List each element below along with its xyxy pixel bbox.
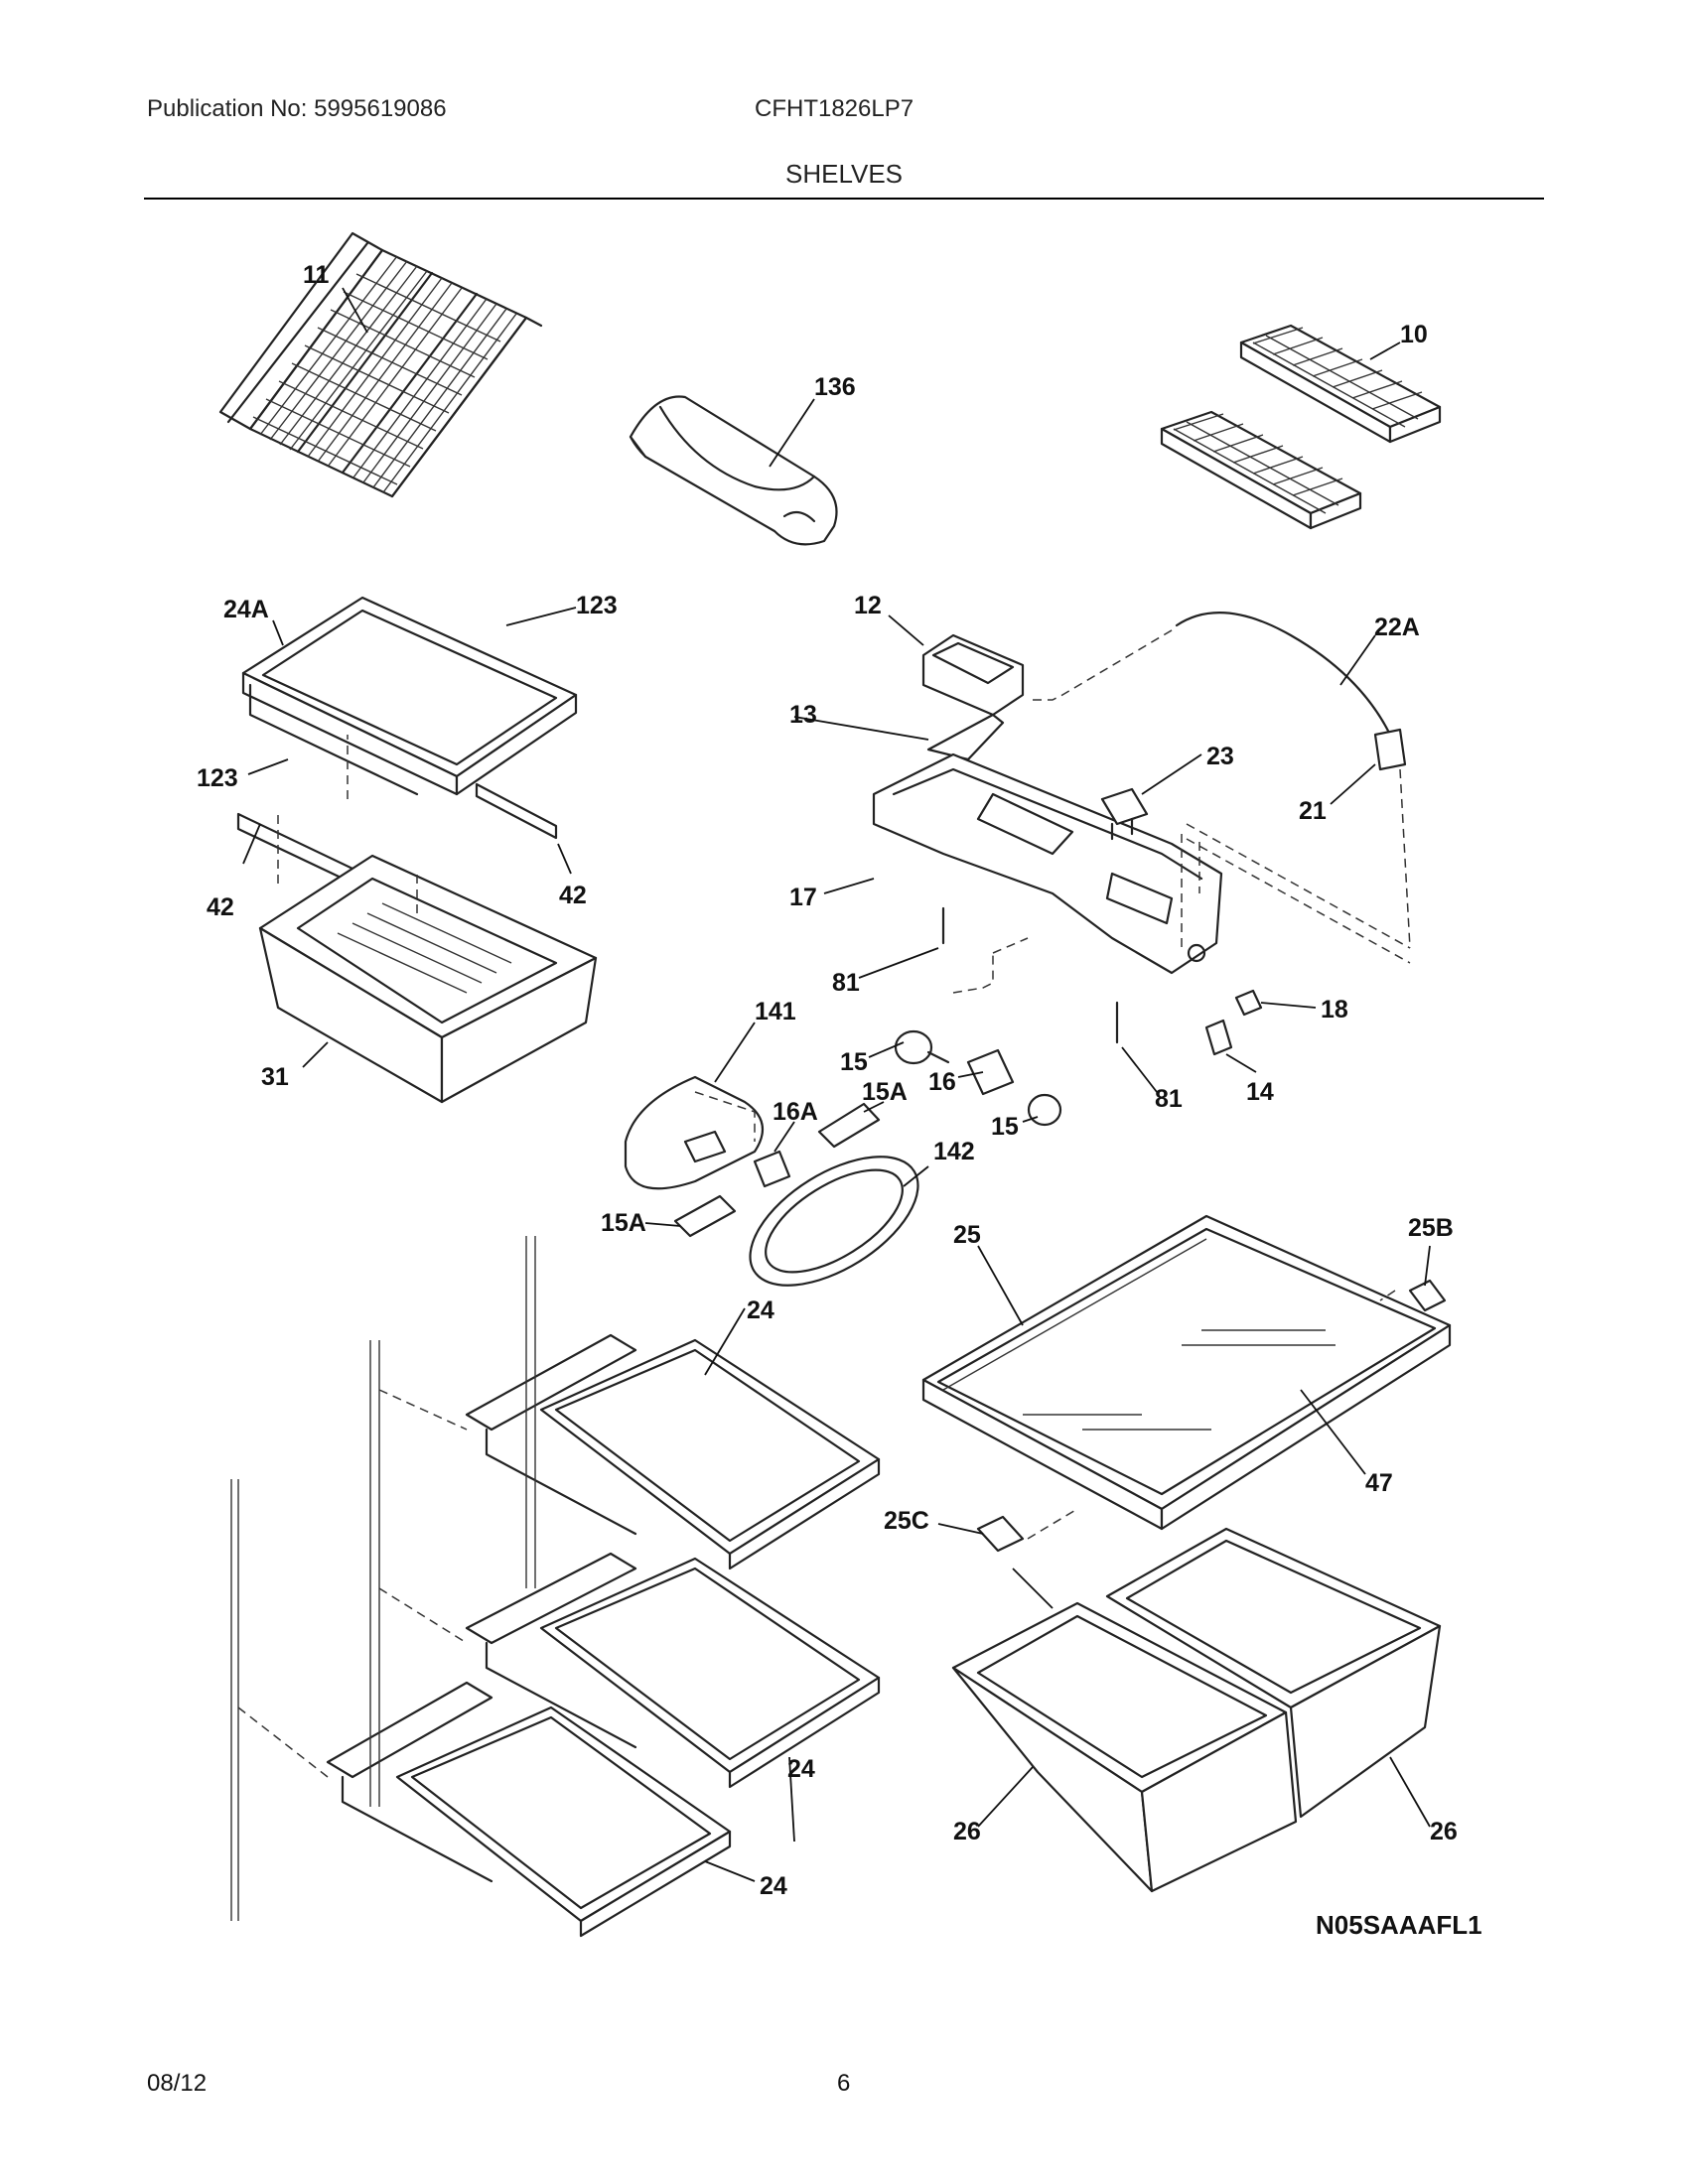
- clip-part-25B: [1408, 1279, 1447, 1312]
- part-label-42-right: 42: [559, 882, 587, 909]
- part-label-24-top: 24: [747, 1297, 774, 1324]
- header-divider: [144, 198, 1544, 200]
- bracket-part-12: [921, 633, 1025, 717]
- part-label-12: 12: [854, 592, 882, 619]
- page-number: 6: [837, 2070, 851, 2097]
- part-label-16A: 16A: [773, 1098, 818, 1126]
- part-label-24-bottom: 24: [760, 1872, 787, 1900]
- part-label-11: 11: [303, 261, 330, 289]
- crisper-drawer-part-26-left: [951, 1601, 1298, 1893]
- crisper-drawer-part-26-right: [1105, 1527, 1442, 1819]
- part-label-16: 16: [928, 1068, 956, 1096]
- shelf-part-24-middle: [465, 1552, 881, 1789]
- part-label-142: 142: [933, 1138, 975, 1165]
- part-label-14: 14: [1246, 1078, 1274, 1106]
- publication-number: Publication No: 5995619086: [147, 95, 447, 122]
- diagram-code: N05SAAAFL1: [1316, 1910, 1482, 1940]
- part-label-31: 31: [261, 1063, 289, 1091]
- model-number: CFHT1826LP7: [755, 95, 914, 122]
- bulb-part-15: [894, 1029, 1062, 1127]
- shelf-part-24-top: [465, 1333, 881, 1570]
- crisper-part-31: [258, 854, 598, 1104]
- part-label-15-upper: 15: [840, 1048, 868, 1076]
- part-label-15A-lower: 15A: [601, 1209, 646, 1237]
- part-label-26-left: 26: [953, 1818, 981, 1845]
- leader-lines: [242, 287, 1431, 1882]
- switch-part-23: [1100, 787, 1149, 841]
- part-label-18: 18: [1321, 996, 1348, 1024]
- part-label-42-left: 42: [207, 893, 234, 921]
- glass-shelf-part-24A: [241, 596, 578, 796]
- wire-harness-part-22A: [1175, 612, 1407, 771]
- section-title: SHELVES: [784, 159, 903, 189]
- part-label-24A: 24A: [223, 596, 269, 623]
- part-label-47: 47: [1365, 1469, 1393, 1497]
- wire-shelf-part-11: [218, 231, 543, 498]
- part-label-21: 21: [1299, 797, 1327, 825]
- switch-part-14: [1204, 1019, 1233, 1056]
- part-label-24-middle: 24: [787, 1755, 815, 1783]
- cover-part-136: [629, 395, 838, 546]
- part-label-13: 13: [789, 701, 817, 729]
- shelf-part-24-bottom: [326, 1681, 732, 1938]
- part-label-81-right: 81: [1155, 1085, 1183, 1113]
- light-housing-part-17: [872, 752, 1223, 975]
- footer-date: 08/12: [147, 2070, 208, 2097]
- part-label-123-bottom: 123: [197, 764, 238, 792]
- part-label-23: 23: [1206, 743, 1234, 770]
- part-label-136: 136: [814, 373, 856, 401]
- guide-part-13: [926, 713, 1005, 761]
- part-label-22A: 22A: [1374, 614, 1420, 641]
- part-label-26-right: 26: [1430, 1818, 1458, 1845]
- screw-part-81: [941, 906, 1119, 1044]
- bulb-part-15A: [673, 1102, 881, 1238]
- part-label-15-lower: 15: [991, 1113, 1019, 1141]
- part-label-17: 17: [789, 884, 817, 911]
- socket-part-16: [966, 1048, 1015, 1096]
- socket-part-16A: [753, 1150, 791, 1188]
- part-label-141: 141: [755, 998, 796, 1025]
- socket-part-18: [1234, 989, 1263, 1017]
- glass-shelf-part-25: [921, 1214, 1452, 1531]
- part-label-81-left: 81: [832, 969, 860, 997]
- part-label-10: 10: [1400, 321, 1428, 348]
- light-shield-part-141: [624, 1075, 765, 1190]
- lens-part-142: [749, 1156, 919, 1287]
- part-label-15A-upper: 15A: [862, 1078, 908, 1106]
- part-label-25C: 25C: [884, 1507, 929, 1535]
- clip-part-25C: [976, 1515, 1025, 1553]
- part-label-25: 25: [953, 1221, 981, 1249]
- shelf-ladder-rails: [230, 1236, 536, 1921]
- part-label-25B: 25B: [1408, 1214, 1454, 1242]
- part-label-123-top: 123: [576, 592, 618, 619]
- ice-trays-part-10: [1160, 324, 1442, 530]
